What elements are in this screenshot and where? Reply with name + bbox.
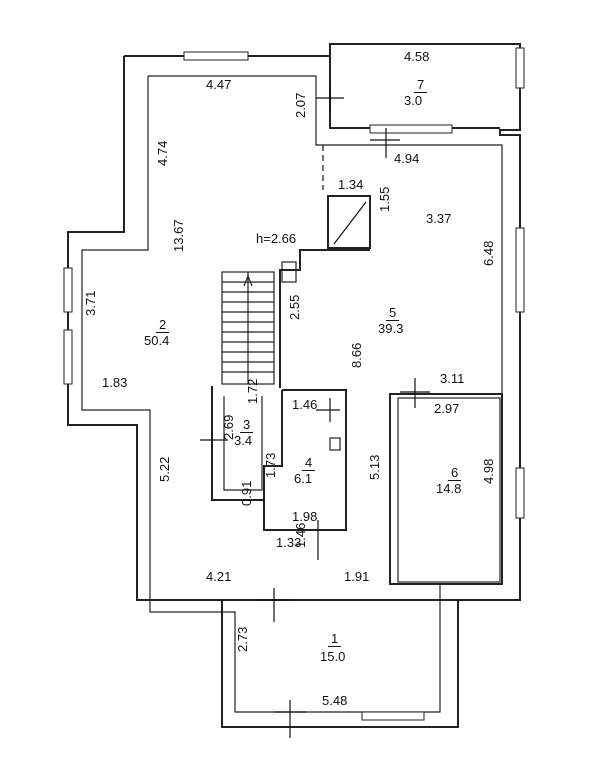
- dim-4-94: 4.94: [394, 151, 420, 166]
- dim-3-37: 3.37: [426, 211, 452, 226]
- dim-5-48: 5.48: [322, 693, 348, 708]
- dim-h-2-66: h=2.66: [256, 231, 297, 246]
- dim-4-21: 4.21: [206, 569, 232, 584]
- room-6-inner: [397, 397, 501, 583]
- door-markers: [200, 86, 430, 738]
- chimney: [281, 261, 297, 283]
- dim-1-55: 1.55: [377, 186, 392, 212]
- shaft-cross: [333, 201, 367, 245]
- room-3-area: 3.4: [234, 433, 253, 448]
- dim-2-07: 2.07: [293, 92, 308, 118]
- window-room5: [369, 124, 453, 134]
- dim-4-47: 4.47: [206, 77, 232, 92]
- dim-3-71: 3.71: [83, 290, 98, 316]
- room-5-number: 5: [386, 306, 400, 321]
- dim-4-58: 4.58: [404, 49, 430, 64]
- dim-8-66: 8.66: [349, 342, 364, 368]
- dim-4-74: 4.74: [155, 140, 170, 166]
- dim-2-97: 2.97: [434, 401, 460, 416]
- room-6-area: 14.8: [436, 481, 462, 496]
- dim-2-69: 2.69: [221, 414, 236, 440]
- dim-3-11: 3.11: [440, 371, 465, 386]
- stairs: [221, 271, 275, 385]
- dim-4-98: 4.98: [481, 458, 496, 484]
- dim-13-67: 13.67: [171, 219, 186, 252]
- window-left-2: [63, 329, 73, 385]
- dim-1-91: 1.91: [344, 569, 370, 584]
- room-4-area: 6.1: [294, 471, 313, 486]
- room-3-inner: [223, 396, 263, 491]
- dim-1-46a: 1.46: [292, 397, 318, 412]
- room-3-number: 3: [240, 418, 254, 433]
- window-bottom: [361, 711, 425, 721]
- dim-2-55: 2.55: [287, 294, 302, 320]
- stair-wall: [279, 249, 370, 388]
- room-7-number: 7: [414, 78, 428, 93]
- shaft: [327, 195, 371, 249]
- inner-wall: [81, 75, 503, 713]
- room-6-wall: [389, 393, 503, 585]
- room-2-number: 2: [156, 318, 170, 333]
- room-6-number: 6: [448, 466, 462, 481]
- window-right-1: [515, 227, 525, 313]
- window-right-2: [515, 467, 525, 519]
- room-4-fixture: [329, 437, 341, 451]
- room-1-area: 15.0: [320, 649, 346, 664]
- room-4-wall: [263, 389, 347, 531]
- dim-1-83: 1.83: [102, 375, 128, 390]
- window-left-1: [63, 267, 73, 313]
- dim-1-98: 1.98: [292, 509, 318, 524]
- dim-1-46b: 1.46: [293, 522, 308, 548]
- dim-0-91: 0.91: [239, 480, 254, 506]
- room-2-area: 50.4: [144, 333, 170, 348]
- room-4-number: 4: [302, 456, 316, 471]
- dim-5-22: 5.22: [157, 456, 172, 482]
- dim-1-73: 1.73: [263, 452, 278, 478]
- dim-5-13: 5.13: [367, 454, 382, 480]
- dim-2-73: 2.73: [235, 626, 250, 652]
- dim-1-34: 1.34: [338, 177, 364, 192]
- room-5-area: 39.3: [378, 321, 404, 336]
- window-top: [183, 51, 249, 61]
- room-7-area: 3.0: [404, 93, 423, 108]
- room-1-number: 1: [328, 632, 342, 647]
- window-right-top: [515, 47, 525, 89]
- dim-1-33: 1.33: [276, 535, 302, 550]
- dim-6-48: 6.48: [481, 240, 496, 266]
- dim-1-72: 1.72: [245, 378, 260, 404]
